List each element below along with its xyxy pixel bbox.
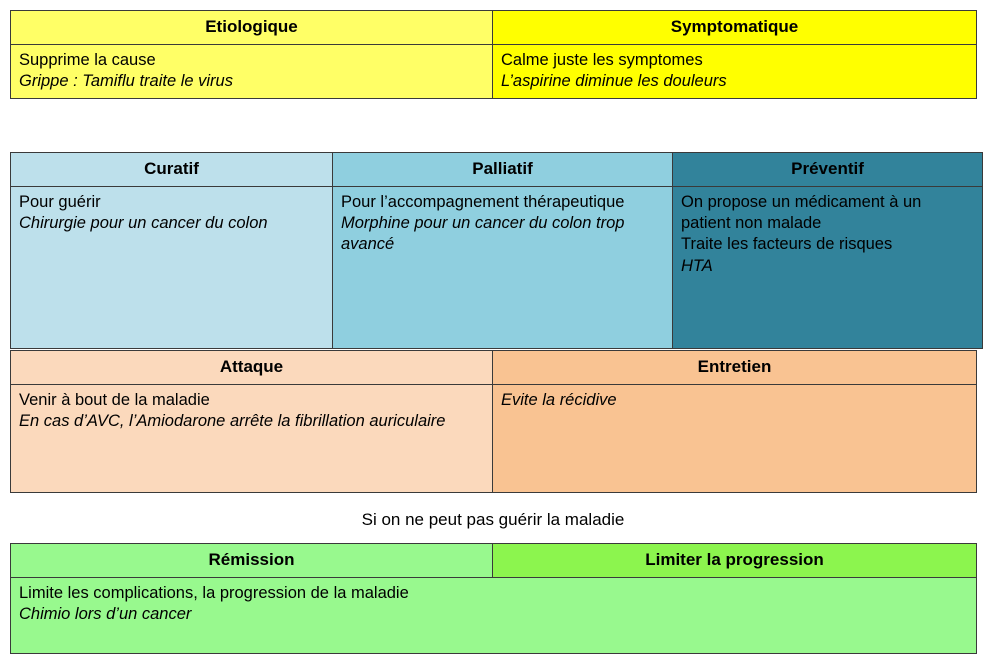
cell-symptomatique-body: Calme juste les symptomes L’aspirine dim…	[492, 43, 977, 100]
text-line: Pour guérir	[19, 192, 101, 211]
column-header-entretien: Entretien	[492, 350, 977, 385]
table-header-row: Etiologique Symptomatique	[10, 10, 977, 45]
text-line: Traite les facteurs de risques	[681, 235, 893, 254]
text-line: Pour l’accompagnement thérapeutique	[341, 192, 625, 211]
table-body-row: Supprime la cause Grippe : Tamiflu trait…	[10, 43, 977, 100]
text-line: Supprime la cause	[19, 50, 156, 69]
text-line-example: HTA	[681, 256, 713, 275]
table-header-row: Curatif Palliatif Préventif	[10, 152, 983, 187]
column-header-limiter-la-progression: Limiter la progression	[492, 543, 977, 578]
cell-preventif-body: On propose un médicament à un patient no…	[672, 185, 983, 349]
table-etiologique-symptomatique: Etiologique Symptomatique Supprime la ca…	[10, 10, 977, 100]
table-body-row: Limite les complications, la progression…	[10, 576, 977, 654]
column-header-etiologique: Etiologique	[10, 10, 493, 45]
text-line: Calme juste les symptomes	[501, 50, 703, 69]
column-header-symptomatique-label: Symptomatique	[670, 17, 799, 36]
cell-palliatif-body: Pour l’accompagnement thérapeutique Morp…	[332, 185, 673, 349]
text-line-example: Morphine pour un cancer du colon trop av…	[341, 213, 625, 254]
text-line-example: L’aspirine diminue les douleurs	[501, 71, 727, 90]
text-line-example: Grippe : Tamiflu traite le virus	[19, 71, 233, 90]
cell-remission-merged-body: Limite les complications, la progression…	[10, 576, 977, 654]
table-header-row: Rémission Limiter la progression	[10, 543, 977, 578]
cell-etiologique-body: Supprime la cause Grippe : Tamiflu trait…	[10, 43, 493, 100]
text-line: On propose un médicament à un patient no…	[681, 192, 922, 232]
text-line: Venir à bout de la maladie	[19, 390, 210, 409]
text-line: Limite les complications, la progression…	[19, 583, 409, 602]
table-curatif-palliatif-preventif: Curatif Palliatif Préventif Pour guérir …	[10, 152, 983, 349]
text-line-example: Chirurgie pour un cancer du colon	[19, 213, 268, 232]
table-header-row: Attaque Entretien	[10, 350, 977, 385]
column-header-palliatif: Palliatif	[332, 152, 673, 187]
cell-attaque-body: Venir à bout de la maladie En cas d’AVC,…	[10, 383, 493, 493]
cell-entretien-body: Evite la récidive	[492, 383, 977, 493]
column-header-preventif: Préventif	[672, 152, 983, 187]
column-header-remission: Rémission	[10, 543, 493, 578]
text-line-example: Evite la récidive	[501, 390, 617, 409]
cell-curatif-body: Pour guérir Chirurgie pour un cancer du …	[10, 185, 333, 349]
table-body-row: Venir à bout de la maladie En cas d’AVC,…	[10, 383, 977, 493]
table-remission-limiter-progression: Rémission Limiter la progression Limite …	[10, 543, 977, 654]
text-line-example: Chimio lors d’un cancer	[19, 604, 192, 623]
column-header-attaque: Attaque	[10, 350, 493, 385]
table-attaque-entretien: Attaque Entretien Venir à bout de la mal…	[10, 350, 977, 493]
text-line-example: En cas d’AVC, l’Amiodarone arrête la fib…	[19, 411, 446, 430]
slide-caption: Si on ne peut pas guérir la maladie	[361, 510, 625, 529]
column-header-symptomatique: Symptomatique	[492, 10, 977, 45]
table-body-row: Pour guérir Chirurgie pour un cancer du …	[10, 185, 983, 349]
column-header-curatif: Curatif	[10, 152, 333, 187]
